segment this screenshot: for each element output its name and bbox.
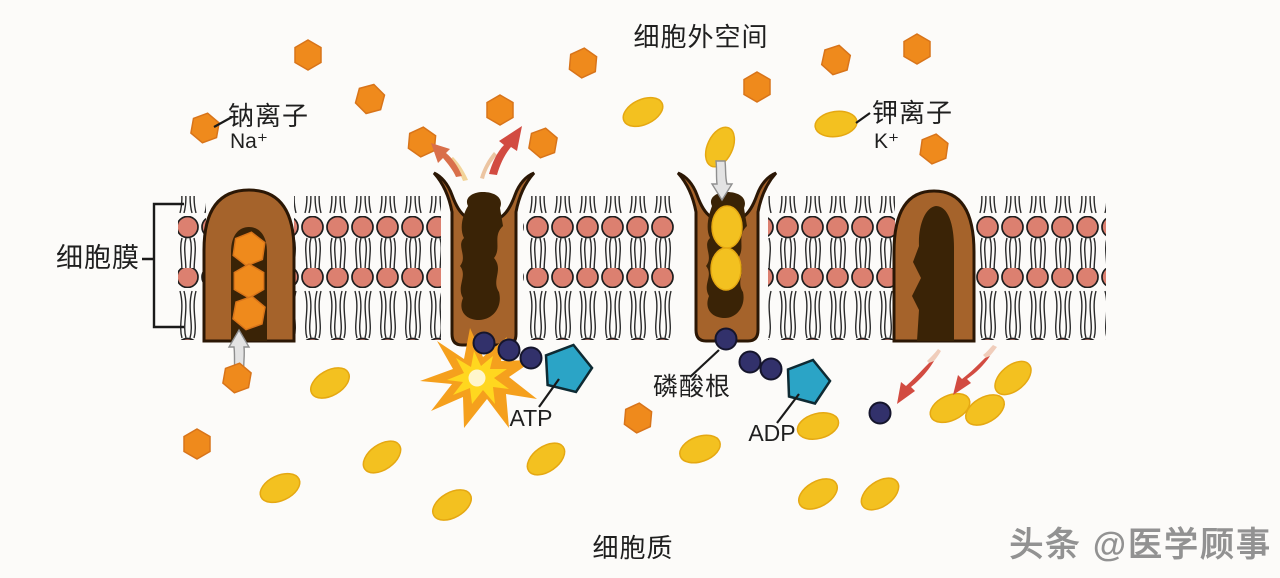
potassium-ion xyxy=(814,110,858,138)
pump-cavity xyxy=(460,192,503,320)
sodium-ions-extracellular xyxy=(190,33,949,165)
sodium-ion xyxy=(623,402,653,434)
sodium-ion xyxy=(183,428,211,460)
red-arrow-down-left-icon xyxy=(953,356,990,395)
sodium-ion xyxy=(233,263,265,299)
pump-protein-4 xyxy=(892,189,976,343)
lipid-leaflet-top xyxy=(975,196,1106,268)
lipid-leaflet-top xyxy=(294,196,441,268)
sodium-ion xyxy=(903,33,931,65)
sodium-symbol-label: Na⁺ xyxy=(230,130,268,153)
sodium-ions-in-pump xyxy=(232,231,266,331)
potassium-ion xyxy=(432,489,472,521)
potassium-ion xyxy=(362,440,402,474)
potassium-ion xyxy=(679,434,721,464)
sodium-ion xyxy=(222,362,252,394)
potassium-ion xyxy=(710,247,742,291)
potassium-symbol-label: K⁺ xyxy=(874,130,899,153)
potassium-ion xyxy=(711,205,743,249)
arrow-streak xyxy=(927,349,941,365)
potassium-ion xyxy=(622,96,664,128)
potassium-ion xyxy=(860,477,900,511)
adp-pentagon xyxy=(786,358,832,405)
sodium-ion xyxy=(486,94,514,126)
potassium-ions-extracellular xyxy=(622,96,858,168)
sodium-ion xyxy=(190,112,220,144)
phosphate-dots xyxy=(472,327,892,425)
potassium-leader-line xyxy=(855,112,871,124)
sodium-ion xyxy=(232,295,266,331)
red-arrow-down-left-icon xyxy=(897,361,934,404)
potassium-ion xyxy=(310,367,350,399)
phosphate-dot xyxy=(738,350,762,374)
potassium-ion xyxy=(929,392,971,424)
membrane-bracket xyxy=(142,202,184,329)
potassium-ion xyxy=(798,478,838,510)
sodium-leader-line xyxy=(213,116,233,128)
potassium-ions-cytoplasm xyxy=(259,360,1032,521)
gray-down-arrow-icon xyxy=(710,160,734,202)
pump-protein-2 xyxy=(432,171,536,347)
sodium-ion xyxy=(354,83,386,115)
red-arrow-up-right-icon xyxy=(489,126,522,175)
phosphate-dot xyxy=(714,327,738,351)
sodium-ion xyxy=(528,127,558,159)
cell-membrane-label: 细胞膜 xyxy=(56,243,140,273)
lipid-leaflet-top xyxy=(178,196,206,268)
potassium-ions-in-pump xyxy=(710,205,743,291)
phospholipid-bilayer xyxy=(178,196,1106,340)
phosphate-leader-line xyxy=(689,349,720,378)
lipid-leaflet-top xyxy=(768,196,895,268)
watermark: 头条 @医学顾事 xyxy=(1009,525,1272,564)
sodium-ions-cytoplasm xyxy=(183,362,653,460)
atp-pentagon xyxy=(544,343,594,394)
energy-starburst xyxy=(420,328,537,428)
sodium-ion xyxy=(919,133,949,165)
phosphate-dot xyxy=(519,346,543,370)
potassium-ion xyxy=(994,360,1032,396)
atp-label: ATP xyxy=(509,405,552,431)
lipid-leaflet-bottom xyxy=(768,268,895,340)
pump-cavity xyxy=(912,206,954,341)
lipid-leaflet-bottom xyxy=(523,268,674,340)
phosphate-dot xyxy=(497,338,521,362)
sodium-ion-label: 钠离子 xyxy=(228,101,309,131)
adp-label: ADP xyxy=(748,420,795,446)
arrow-streak xyxy=(480,152,497,179)
phosphate-dot xyxy=(472,331,496,355)
lipid-leaflet-bottom xyxy=(975,268,1106,340)
potassium-ion xyxy=(965,394,1005,426)
arrow-streak xyxy=(983,345,997,359)
potassium-ion xyxy=(704,126,736,168)
sodium-ion xyxy=(743,71,771,103)
extracellular-space-label: 细胞外空间 xyxy=(633,22,768,52)
sodium-ion xyxy=(294,39,322,71)
phosphate-dot xyxy=(868,401,892,425)
phosphate-group-label: 磷酸根 xyxy=(653,373,731,401)
potassium-ion xyxy=(526,442,566,476)
sodium-ion xyxy=(407,126,437,158)
sodium-ion xyxy=(820,44,852,76)
potassium-ion-label: 钾离子 xyxy=(872,98,953,128)
potassium-ion xyxy=(796,412,840,440)
phosphate-dot xyxy=(759,357,783,381)
atp-leader-line xyxy=(538,378,560,408)
adp-leader-line xyxy=(776,393,800,424)
cytoplasm-label: 细胞质 xyxy=(592,533,673,563)
red-arrow-up-left-icon xyxy=(431,143,462,177)
sodium-ion xyxy=(568,47,598,79)
leader-lines xyxy=(213,112,871,424)
lipid-leaflet-bottom xyxy=(178,268,206,340)
lipid-leaflet-bottom xyxy=(294,268,441,340)
potassium-ion xyxy=(259,472,301,504)
lipid-leaflet-top xyxy=(523,196,674,268)
